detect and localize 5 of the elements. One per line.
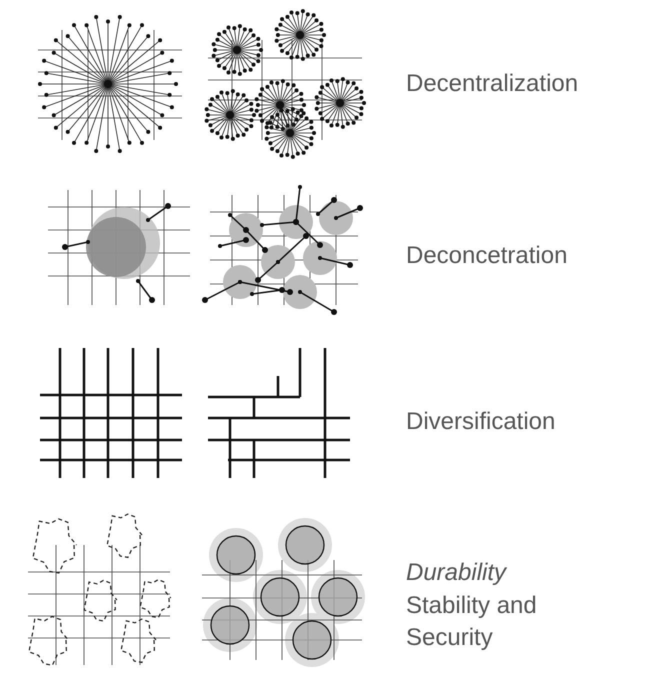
row-label: Diversification — [406, 407, 556, 437]
row-label: Decentralization — [406, 69, 578, 99]
row-label: Durability — [406, 558, 506, 588]
row-label: Deconcetration — [406, 241, 568, 271]
row-label: Stability and Security — [406, 591, 538, 653]
